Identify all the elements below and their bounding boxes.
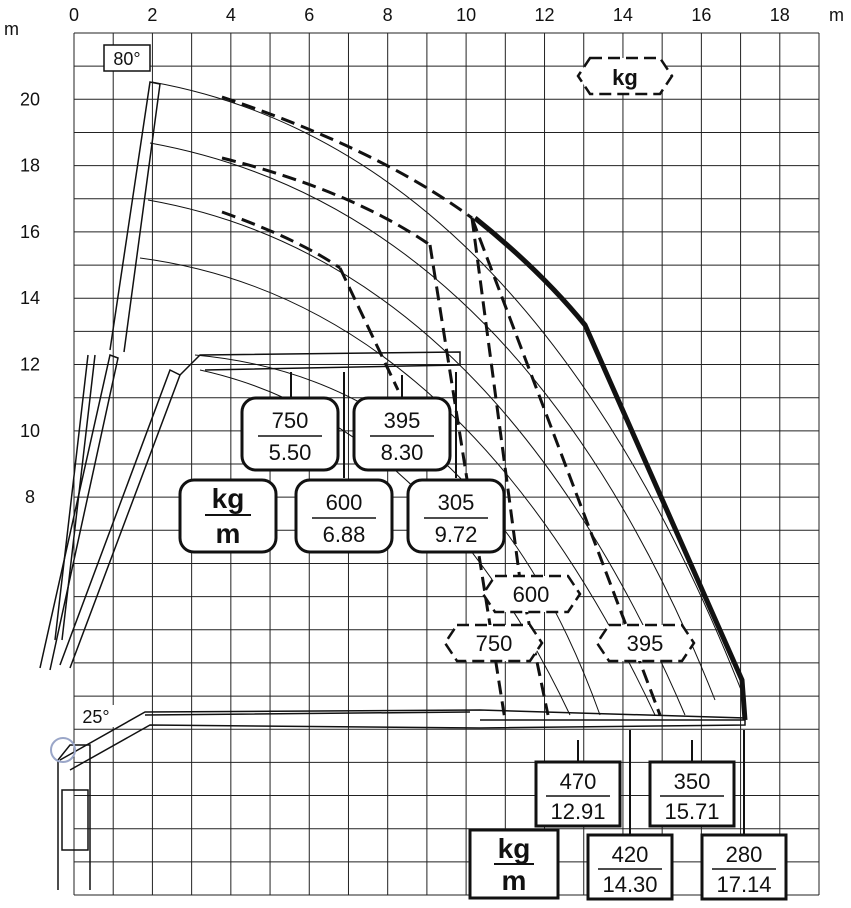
x-tick-label: 2 [147,5,157,25]
jib-load-hex [443,623,544,663]
crane-column [61,789,89,851]
angle-80-label: 80° [113,49,140,69]
dashed-envelope [221,156,431,247]
x-tick-label: 12 [535,5,555,25]
angle-25-label: 25° [82,707,109,727]
load-kg: 350 [674,769,711,794]
load-m: 14.30 [602,872,657,897]
jib-load-hex [481,574,582,614]
jib-load-750: 750 [476,631,513,656]
load-box-305 [406,478,506,554]
load-m: 17.14 [716,872,771,897]
jib-load-395: 395 [627,631,664,656]
unit-m-upper: m [216,518,241,549]
boom-upright-2 [109,81,161,353]
y-tick-label: 14 [20,288,40,308]
x-tick-label: 18 [770,5,790,25]
envelope-arc [151,81,746,701]
envelope-arc [149,142,716,701]
x-tick-label: 0 [69,5,79,25]
load-kg: 280 [726,842,763,867]
load-box-600 [294,478,394,554]
jib-load-600: 600 [513,582,550,607]
kg-legend-label: kg [612,65,638,90]
crane-drawing [39,81,746,890]
load-m: 8.30 [381,440,424,465]
load-box-350 [648,760,736,828]
y-axis-ticks: 8 10 12 14 16 18 20 [20,89,40,507]
bold-envelope [473,216,748,721]
dashed-envelope [221,210,341,270]
unit-kg-upper: kg [212,483,245,514]
upper-load-boxes: kg m 750 5.50 395 8.30 600 6.88 305 9.72 [178,396,506,554]
load-m: 15.71 [664,799,719,824]
boom-upright-3 [59,368,181,669]
angle-80-box [103,44,151,72]
jib-load-hex [595,623,696,663]
boom-horizontal [59,709,746,771]
x-tick-label: 6 [304,5,314,25]
boom-mid [179,351,461,376]
y-tick-label: 18 [20,156,40,176]
lower-load-boxes: kg m 470 12.91 350 15.71 420 14.30 280 1… [468,760,788,901]
load-box-280 [700,833,788,901]
unit-box-lower [468,828,560,900]
load-m: 6.88 [323,522,366,547]
boom-upright-1 [39,353,119,671]
load-kg: 470 [560,769,597,794]
boom-upright-detail [54,354,96,641]
boom-horizontal-detail [144,711,745,721]
x-tick-label: 8 [383,5,393,25]
load-kg: 750 [272,408,309,433]
load-m: 12.91 [550,799,605,824]
envelope-arc [139,257,656,716]
x-unit-right: m [829,5,844,25]
x-tick-label: 10 [456,5,476,25]
kg-legend-hex [576,56,674,96]
angle-25-bg [76,705,116,727]
x-tick-label: 14 [613,5,633,25]
y-tick-label: 12 [20,355,40,375]
load-m: 5.50 [269,440,312,465]
dashed-envelope [221,95,473,220]
dashed-envelope [338,267,400,391]
y-tick-label: 16 [20,222,40,242]
x-unit-left: m [4,19,19,39]
load-kg: 600 [326,490,363,515]
load-box-420 [586,833,674,901]
y-tick-label: 8 [25,487,35,507]
x-tick-label: 4 [226,5,236,25]
y-tick-label: 20 [20,89,40,109]
jib-loads: 600 750 395 [443,574,696,663]
load-kg: 420 [612,842,649,867]
load-box-395 [352,396,452,472]
reach-envelope [139,81,748,721]
load-box-750 [240,396,340,472]
y-tick-label: 10 [20,421,40,441]
load-kg: 395 [384,408,421,433]
unit-m-lower: m [502,865,527,896]
reach-markers [290,372,745,835]
load-m: 9.72 [435,522,478,547]
dashed-envelope [470,217,522,581]
load-box-470 [534,760,622,828]
envelope-arc [147,199,686,716]
crane-base [57,744,91,890]
pivot [50,737,76,763]
load-kg: 305 [438,490,475,515]
x-tick-label: 16 [691,5,711,25]
x-axis-ticks: 0 2 4 6 8 10 12 14 16 18 [69,5,790,25]
unit-kg-lower: kg [498,833,531,864]
